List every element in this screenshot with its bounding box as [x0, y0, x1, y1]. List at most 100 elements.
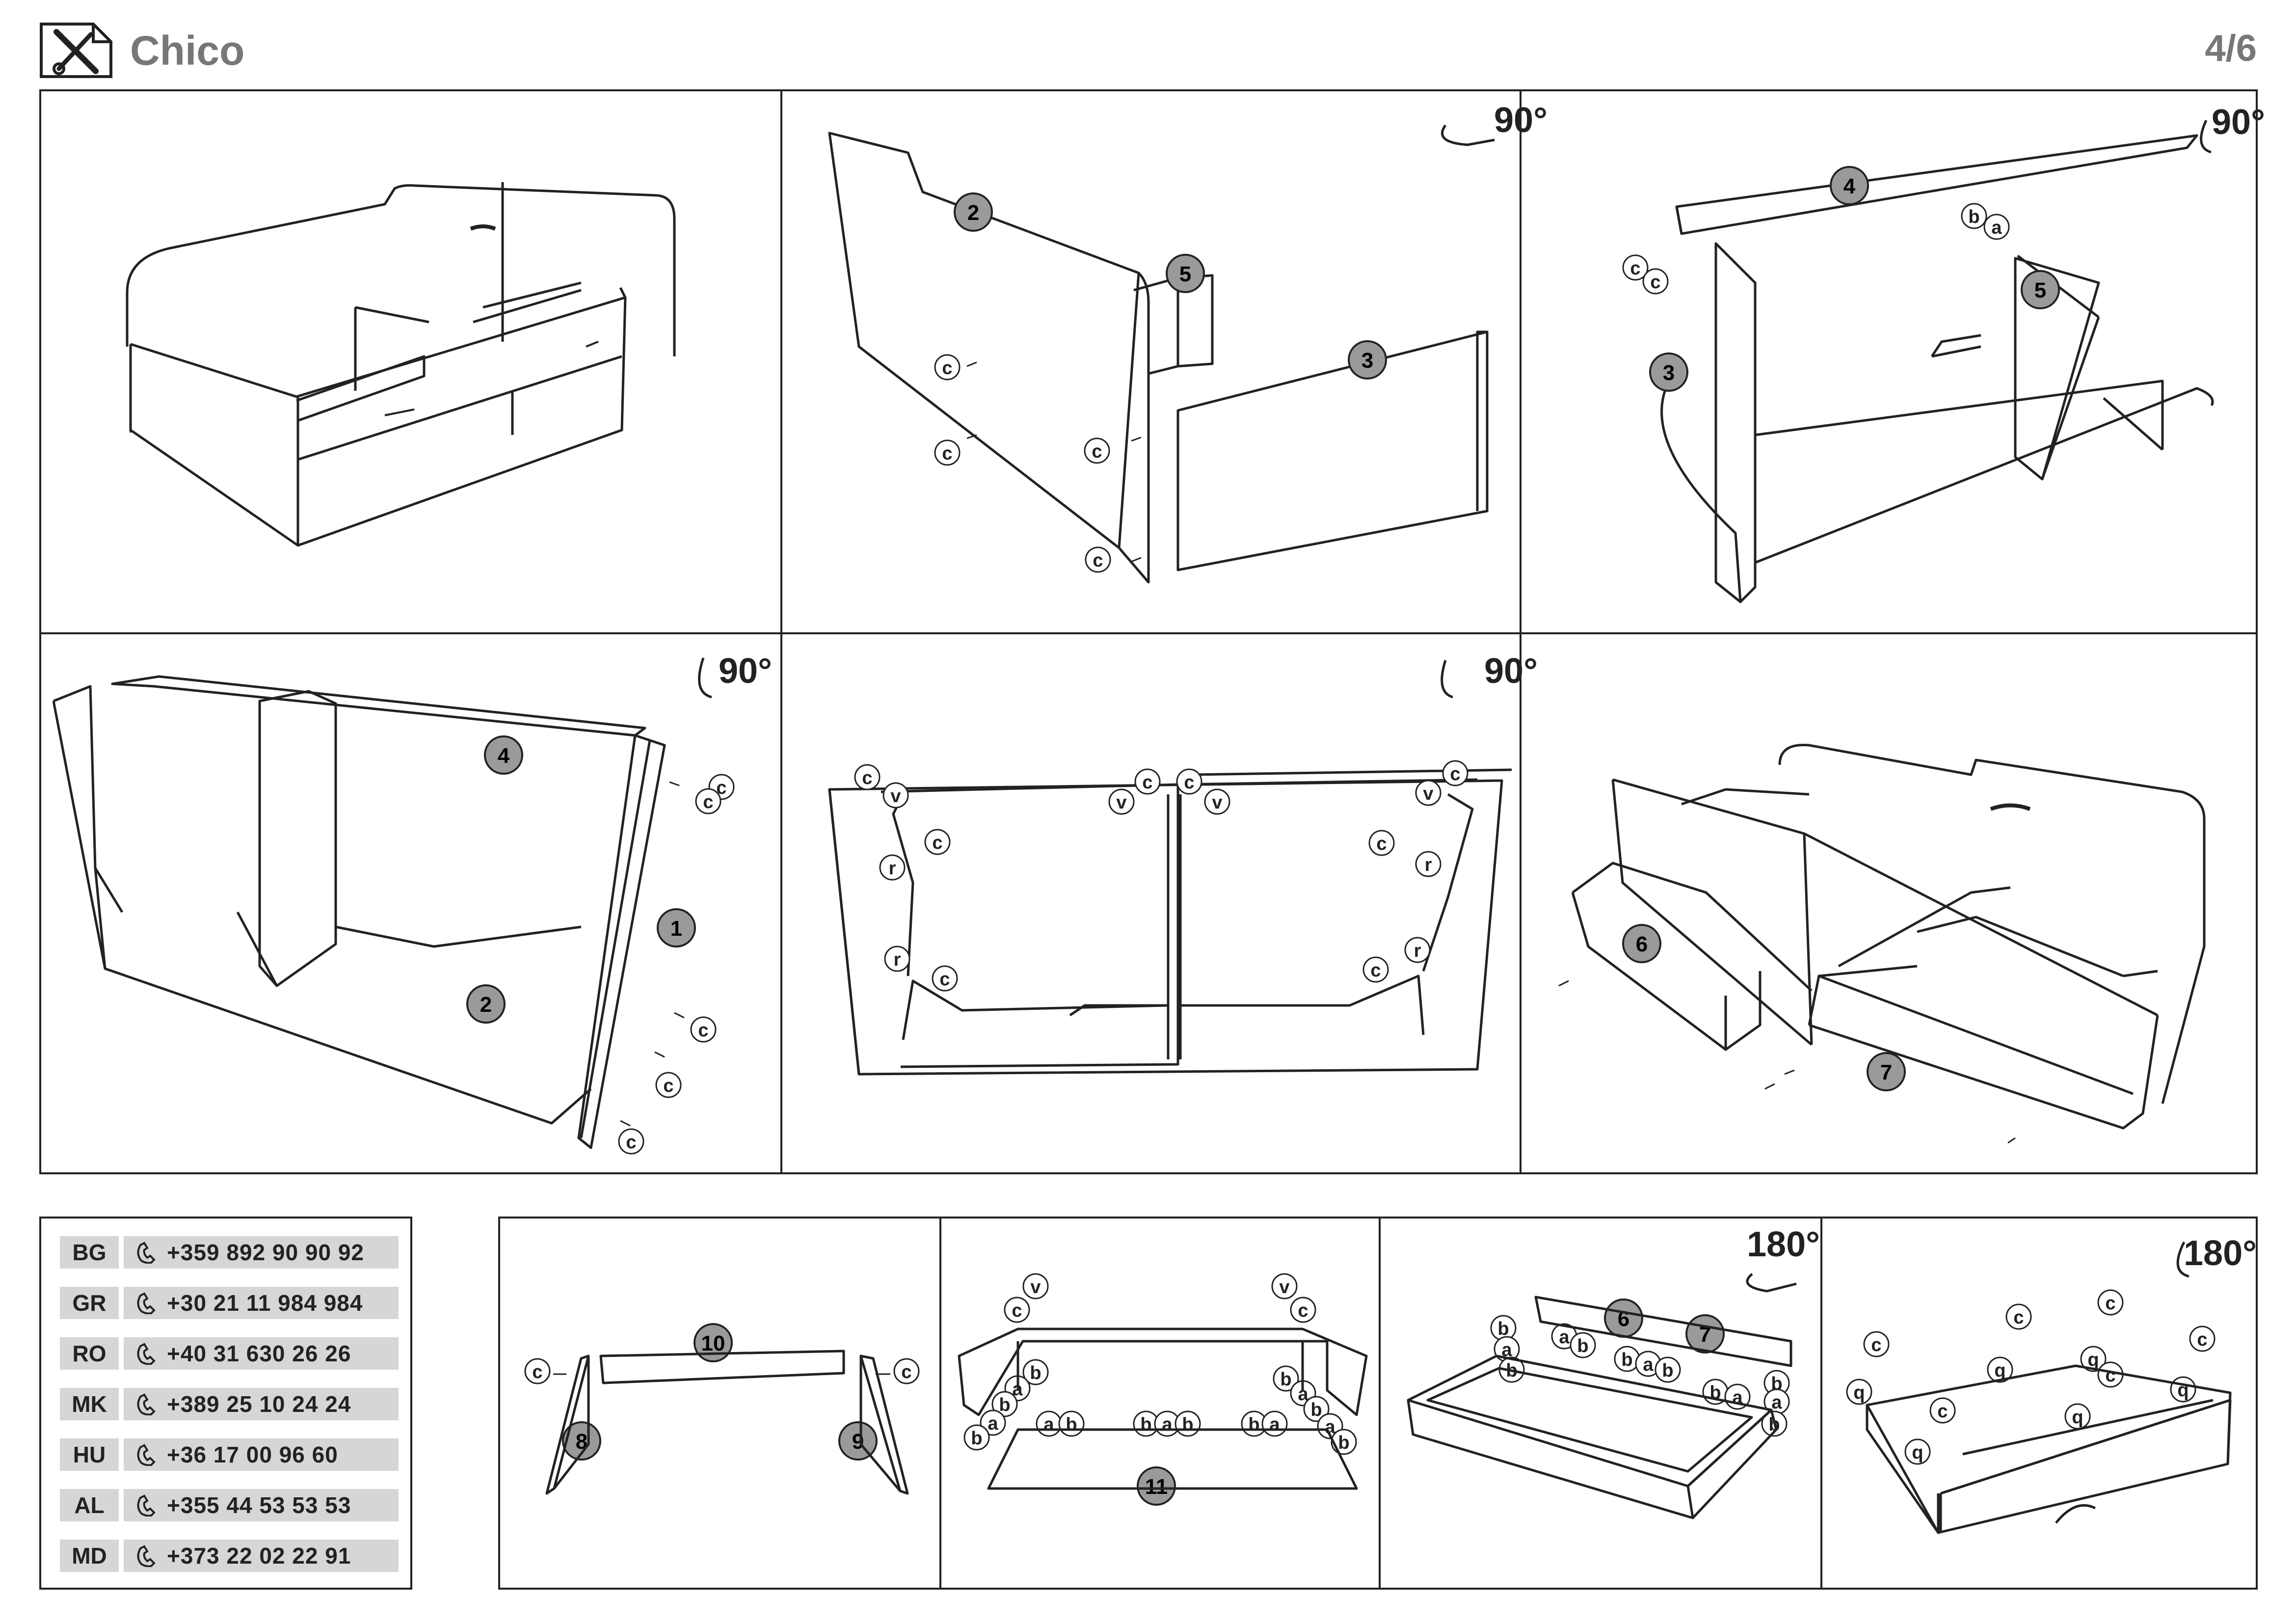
svg-text:1: 1 — [670, 917, 682, 941]
svg-text:a: a — [1501, 1340, 1512, 1360]
fitting-badge-c: c — [1929, 1397, 1956, 1424]
fitting-badge-c: c — [1622, 254, 1649, 281]
svg-text:q: q — [1994, 1360, 2005, 1381]
fitting-badge-b: b — [1490, 1315, 1517, 1341]
svg-text:b: b — [1621, 1350, 1632, 1370]
phone-number[interactable]: +30 21 11 984 984 — [167, 1290, 363, 1316]
step-drawer-parts — [500, 1218, 939, 1588]
phone-number[interactable]: +355 44 53 53 53 — [167, 1492, 351, 1518]
phone-icon — [137, 1292, 156, 1314]
fitting-badge-c: c — [690, 1016, 717, 1043]
svg-text:2: 2 — [480, 993, 492, 1017]
part-badge-4: 4 — [484, 735, 523, 775]
fitting-badge-c: c — [1863, 1331, 1890, 1357]
step-c-drawing — [1660, 134, 2214, 603]
rotation-180-label: 180° — [2184, 1234, 2257, 1273]
phone-number[interactable]: +373 22 02 22 91 — [167, 1543, 351, 1569]
fitting-badge-c: c — [1084, 437, 1110, 464]
phone-icon — [137, 1343, 156, 1365]
svg-text:r: r — [889, 858, 896, 879]
phone-number[interactable]: +36 17 00 96 60 — [167, 1442, 338, 1467]
svg-text:b: b — [1310, 1400, 1322, 1420]
fitting-badge-c: c — [1004, 1297, 1030, 1323]
svg-text:b: b — [971, 1428, 982, 1449]
svg-text:c: c — [1376, 834, 1387, 854]
fitting-badge-c: c — [1176, 768, 1202, 795]
drawer-front-drawing — [1866, 1364, 2232, 1534]
svg-text:c: c — [932, 833, 942, 853]
step-attach-side-1 — [41, 632, 780, 1175]
phone-field: +30 21 11 984 984 — [124, 1287, 399, 1319]
part-badge-3: 3 — [1649, 352, 1688, 392]
fitting-badge-v: v — [1022, 1273, 1049, 1299]
svg-text:b: b — [1968, 207, 1979, 227]
fitting-badge-c: c — [1368, 830, 1395, 856]
phone-field: +36 17 00 96 60 — [124, 1438, 399, 1471]
svg-text:v: v — [1212, 792, 1222, 813]
phone-number[interactable]: +359 892 90 90 92 — [167, 1240, 364, 1265]
svg-text:r: r — [894, 949, 901, 970]
step-d-drawing — [52, 675, 685, 1149]
svg-text:a: a — [988, 1413, 998, 1434]
part-badge-4: 4 — [1830, 166, 1869, 205]
drawer-steps-grid: 180° 180° — [498, 1217, 2258, 1590]
part-badge-10: 10 — [694, 1323, 733, 1362]
phone-icon — [137, 1545, 156, 1567]
fitting-badge-q: q — [1987, 1356, 2013, 1383]
svg-text:c: c — [2105, 1293, 2115, 1314]
part-badge-3: 3 — [1348, 340, 1387, 379]
phone-icon — [137, 1494, 156, 1516]
svg-text:c: c — [1871, 1335, 1881, 1355]
svg-text:c: c — [1450, 764, 1460, 785]
svg-text:3: 3 — [1362, 349, 1373, 373]
svg-text:c: c — [1012, 1300, 1022, 1321]
svg-text:c: c — [942, 443, 952, 464]
fitting-badge-a: a — [980, 1409, 1006, 1436]
fitting-badge-c: c — [1085, 546, 1111, 573]
rotation-180-label: 180° — [1747, 1225, 1820, 1264]
part-badge-11: 11 — [1137, 1466, 1176, 1506]
step-f-drawing — [1558, 744, 2206, 1144]
fitting-badge-r: r — [884, 946, 910, 972]
step-attach-3-4-5 — [1520, 91, 2259, 632]
part-badge-2: 2 — [954, 192, 993, 232]
phone-icon — [137, 1444, 156, 1466]
fitting-badge-c: c — [524, 1358, 551, 1384]
rotation-90-label: 90° — [1494, 101, 1548, 140]
svg-text:c: c — [626, 1132, 636, 1153]
contact-row: MK +389 25 10 24 24 — [60, 1388, 399, 1420]
svg-text:b: b — [1280, 1369, 1291, 1390]
phone-number[interactable]: +40 31 630 26 26 — [167, 1341, 351, 1366]
step-panels-2-3-5 — [780, 91, 1520, 632]
svg-text:c: c — [1298, 1300, 1308, 1321]
svg-text:a: a — [1298, 1384, 1308, 1405]
fitting-badge-c: c — [934, 439, 961, 466]
svg-text:c: c — [1184, 772, 1194, 793]
fitting-badge-q: q — [2080, 1346, 2107, 1372]
svg-text:r: r — [1414, 941, 1421, 961]
svg-text:c: c — [716, 778, 726, 798]
fitting-badge-c: c — [2005, 1303, 2032, 1330]
fitting-badge-c: c — [1442, 760, 1468, 786]
svg-text:b: b — [1577, 1336, 1588, 1356]
phone-number[interactable]: +389 25 10 24 24 — [167, 1391, 351, 1417]
screwdriver-wrench-icon — [40, 23, 112, 78]
svg-text:b: b — [1497, 1319, 1509, 1339]
svg-text:c: c — [862, 768, 872, 788]
contact-row: MD +373 22 02 22 91 — [60, 1540, 399, 1572]
fitting-badge-c: c — [924, 829, 951, 855]
fitting-badge-c: c — [934, 354, 961, 380]
step-drawer-front — [1820, 1218, 2256, 1588]
fitting-badge-c: c — [655, 1072, 682, 1098]
fitting-badge-r: r — [879, 854, 906, 881]
step-e-drawing — [828, 768, 1512, 1076]
part-badge-6: 6 — [1622, 924, 1661, 963]
rotation-90-label: 90° — [2212, 103, 2265, 142]
fitting-badge-c: c — [695, 788, 721, 814]
fitting-badge-b: b — [1022, 1359, 1049, 1385]
fitting-badge-r: r — [1415, 851, 1442, 877]
fitting-badge-c: c — [618, 1128, 644, 1155]
svg-text:a: a — [1643, 1354, 1654, 1375]
country-code: GR — [60, 1287, 119, 1319]
fitting-badge-b: b — [991, 1391, 1018, 1417]
